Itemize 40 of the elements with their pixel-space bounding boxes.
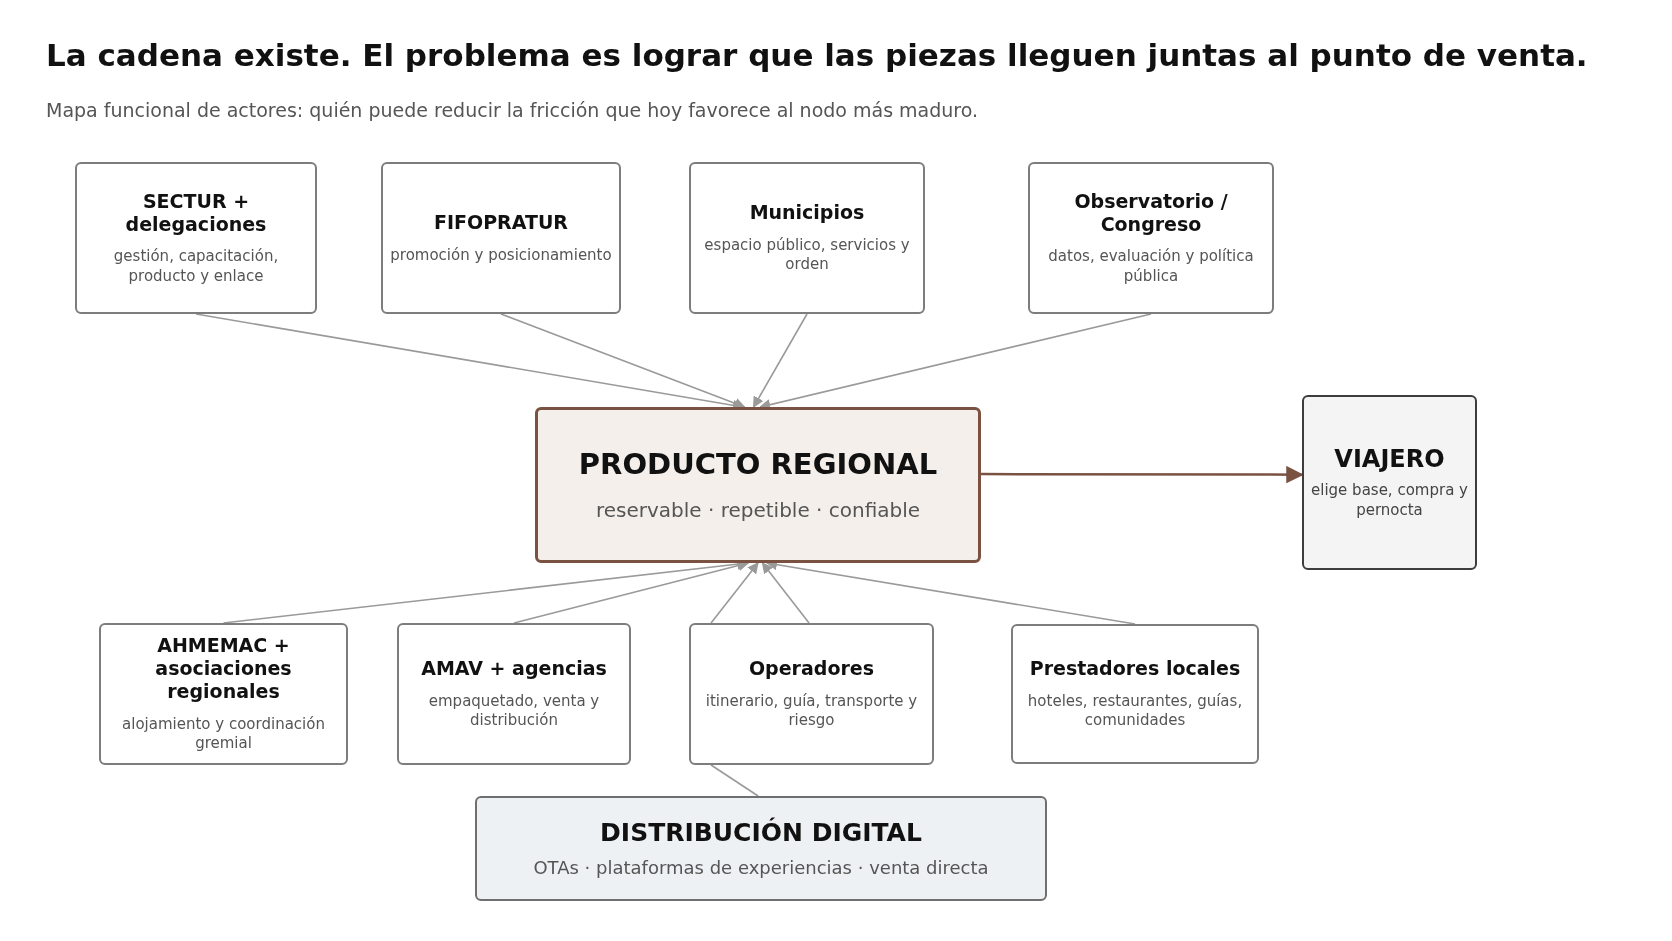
actor-box bbox=[75, 162, 317, 314]
box-description: alojamiento y coordinación gremial bbox=[121, 714, 326, 754]
actor-box bbox=[1302, 395, 1477, 570]
arrow bbox=[710, 562, 759, 624]
actor-box bbox=[689, 162, 925, 314]
box-heading: PRODUCTO REGIONAL bbox=[578, 446, 938, 482]
core-box bbox=[535, 407, 981, 563]
box-heading: Municipios bbox=[749, 201, 865, 224]
box-heading: AMAV + agencias bbox=[421, 657, 607, 680]
box-description: itinerario, guía, transporte y riesgo bbox=[704, 691, 919, 731]
actor-box bbox=[1028, 162, 1274, 314]
diagram-title: La cadena existe. El problema es lograr que las piezas lleguen juntas al punto de venta. bbox=[46, 36, 1588, 75]
box-description: empaquetado, venta y distribución bbox=[427, 691, 601, 731]
box-heading: VIAJERO bbox=[1334, 444, 1445, 474]
actor-box bbox=[475, 796, 1047, 901]
subtitle: Mapa funcional de actores: quién puede reducir la fricción que hoy favorece al nodo más maduro. bbox=[46, 98, 979, 123]
arrow bbox=[500, 313, 746, 409]
actor-box bbox=[397, 623, 631, 765]
box-description: gestión, capacitación, producto y enlace bbox=[112, 247, 280, 287]
box-heading: Prestadores locales bbox=[1029, 657, 1241, 680]
actor-box bbox=[381, 162, 621, 314]
box-description: elige base, compra y pernocta bbox=[1310, 481, 1469, 521]
actor-box bbox=[1011, 624, 1259, 764]
box-heading: AHMEMAC + asociaciones regionales bbox=[154, 634, 293, 703]
actor-box bbox=[99, 623, 348, 765]
box-description: espacio público, servicios y orden bbox=[703, 235, 911, 275]
box-description: hoteles, restaurantes, guías, comunidades bbox=[1026, 691, 1244, 731]
box-description: reservable · repetible · confiable bbox=[595, 497, 921, 524]
box-description: promoción y posicionamiento bbox=[390, 245, 612, 266]
box-heading: DISTRIBUCIÓN DIGITAL bbox=[600, 817, 922, 848]
box-heading: Operadores bbox=[748, 657, 875, 680]
box-description: datos, evaluación y política pública bbox=[1047, 247, 1255, 287]
arrow bbox=[981, 465, 1304, 484]
actor-box bbox=[689, 623, 934, 765]
box-heading: Observatorio / Congreso bbox=[1073, 189, 1229, 236]
arrow bbox=[752, 313, 808, 408]
arrow bbox=[761, 562, 810, 624]
box-heading: SECTUR + delegaciones bbox=[124, 189, 268, 236]
box-description: OTAs · plataformas de experiencias · venta directa bbox=[533, 855, 989, 880]
box-heading: FIFOPRATUR bbox=[434, 210, 568, 234]
